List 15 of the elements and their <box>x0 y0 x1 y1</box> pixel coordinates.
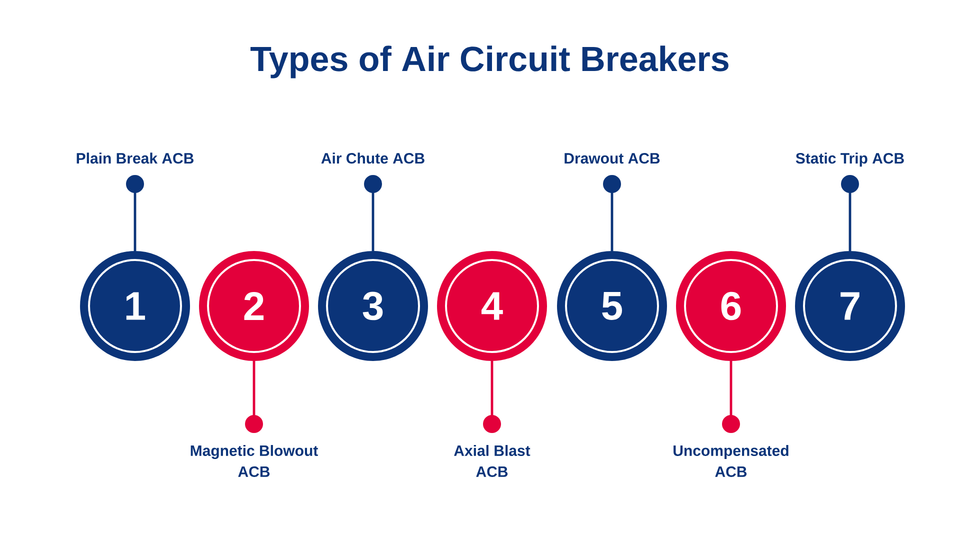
type-label: Drawout ACB <box>564 153 660 164</box>
leader-line <box>483 361 501 433</box>
leader-line <box>245 361 263 433</box>
type-label: Static Trip ACB <box>796 152 904 167</box>
leader-line <box>364 175 382 251</box>
title: Types of Air Circuit Breakers <box>250 46 728 78</box>
leader-line <box>603 175 621 251</box>
leader-line <box>126 175 144 251</box>
type-label: Magnetic Blowout ACB <box>190 444 318 477</box>
leader-line <box>722 361 740 433</box>
type-label: Axial Blast ACB <box>454 444 530 477</box>
type-label: Plain Break ACB <box>76 152 194 164</box>
type-label: Air Chute ACB <box>321 152 424 164</box>
type-label: Uncompensated ACB <box>674 444 788 477</box>
leader-line <box>841 175 859 251</box>
